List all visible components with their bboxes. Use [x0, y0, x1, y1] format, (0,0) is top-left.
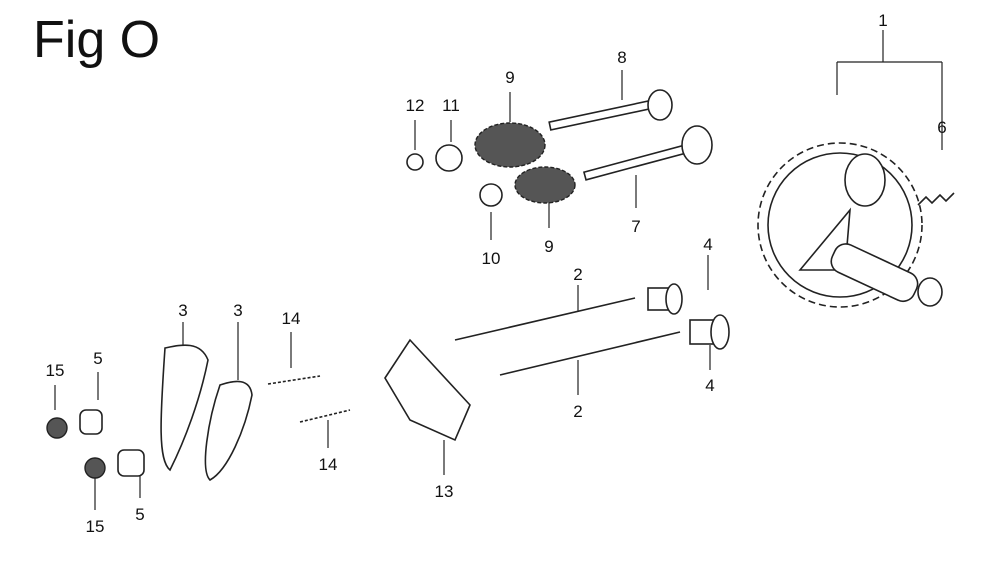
callout-4-lower: 4: [705, 376, 714, 395]
retainer-11[interactable]: [435, 144, 463, 172]
pivot-upper[interactable]: [79, 409, 103, 435]
stud-lower[interactable]: [299, 409, 351, 423]
callout-15-upper: 15: [46, 361, 65, 380]
valve-7[interactable]: [582, 125, 713, 181]
stud-upper[interactable]: [267, 375, 321, 385]
callout-3-left: 3: [178, 301, 187, 320]
callout-5-upper: 5: [93, 349, 102, 368]
callout-15-lower: 15: [86, 517, 105, 536]
callout-2-lower: 2: [573, 402, 582, 421]
callout-3-right: 3: [233, 301, 242, 320]
callout-14-lower: 14: [319, 455, 338, 474]
callout-9-lower: 9: [544, 237, 553, 256]
cap-12[interactable]: [406, 153, 424, 171]
callout-9-upper: 9: [505, 68, 514, 87]
push-rod-lower[interactable]: [499, 331, 681, 376]
callout-13: 13: [435, 482, 454, 501]
callout-11: 11: [442, 96, 460, 115]
valve-8[interactable]: [548, 89, 673, 131]
tappet-lower[interactable]: [689, 314, 730, 350]
callout-12: 12: [406, 96, 425, 115]
callout-4-upper: 4: [703, 235, 712, 254]
callout-10: 10: [482, 249, 501, 268]
guide-plate-13[interactable]: [384, 338, 471, 442]
callout-5-lower: 5: [135, 505, 144, 524]
nut-lower[interactable]: [84, 457, 106, 479]
camshaft-gear[interactable]: [757, 142, 943, 308]
rocker-arm-left[interactable]: [160, 344, 209, 472]
callout-8: 8: [617, 48, 626, 67]
callout-6: 6: [937, 118, 946, 137]
nut-upper[interactable]: [46, 417, 68, 439]
callout-2-upper: 2: [573, 265, 582, 284]
valve-spring-9-lower[interactable]: [514, 166, 576, 204]
tappet-upper[interactable]: [647, 283, 683, 315]
figure-title: Fig O: [33, 11, 161, 69]
push-rod-upper[interactable]: [454, 297, 636, 341]
spring-part-6[interactable]: [917, 192, 955, 206]
rocker-arm-right[interactable]: [204, 380, 253, 481]
valve-spring-9-upper[interactable]: [474, 122, 546, 168]
retainer-10[interactable]: [479, 183, 503, 207]
callout-7: 7: [631, 217, 640, 236]
callout-14-upper: 14: [282, 309, 301, 328]
pivot-lower[interactable]: [117, 449, 145, 477]
callout-1: 1: [878, 11, 887, 30]
